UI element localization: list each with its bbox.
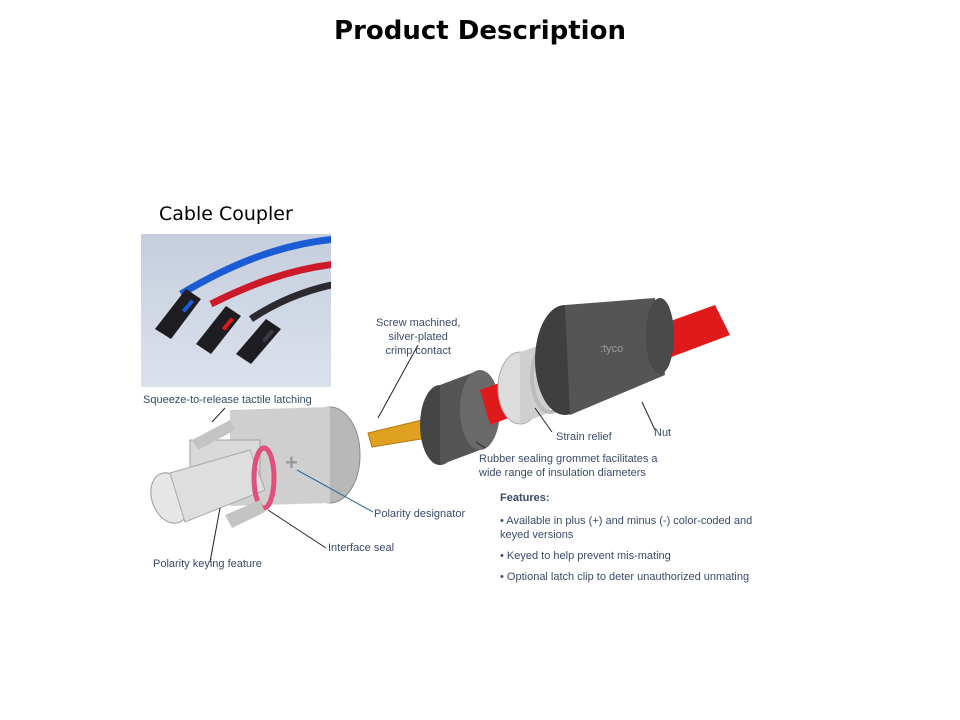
label-crimp-contact: Screw machined, silver-plated crimp cont… xyxy=(376,316,460,358)
features-heading: Features: xyxy=(500,492,550,504)
label-crimp-contact-text: Screw machined, silver-plated crimp cont… xyxy=(376,317,461,357)
features-list: Features: • Available in plus (+) and mi… xyxy=(500,491,800,591)
rubber-grommet xyxy=(420,370,500,465)
connector-housing: + xyxy=(150,406,361,528)
tyco-logo: :tyco xyxy=(600,343,623,355)
label-nut: Nut xyxy=(654,427,672,439)
cable-coupler-photo xyxy=(141,234,331,387)
feature-item: • Available in plus (+) and minus (-) co… xyxy=(500,515,753,541)
feature-item: • Keyed to help prevent mis-mating xyxy=(500,550,671,562)
strain-relief xyxy=(497,340,570,425)
section-subtitle: Cable Coupler xyxy=(159,203,293,225)
coupler-exploded-diagram: + :tyco xyxy=(150,298,730,563)
nut: :tyco xyxy=(535,298,674,415)
label-squeeze-latch: Squeeze-to-release tactile latching xyxy=(143,394,312,406)
svg-text:+: + xyxy=(285,450,298,475)
label-strain-relief: Strain relief xyxy=(556,431,612,443)
label-polarity-designator: Polarity designator xyxy=(374,508,466,520)
label-interface-seal: Interface seal xyxy=(328,542,395,554)
label-polarity-keying: Polarity keying feature xyxy=(153,558,262,570)
page-title: Product Description xyxy=(334,16,626,46)
feature-item: • Optional latch clip to deter unauthori… xyxy=(500,571,750,583)
label-grommet: Rubber sealing grommet facilitates a wid… xyxy=(479,453,658,479)
